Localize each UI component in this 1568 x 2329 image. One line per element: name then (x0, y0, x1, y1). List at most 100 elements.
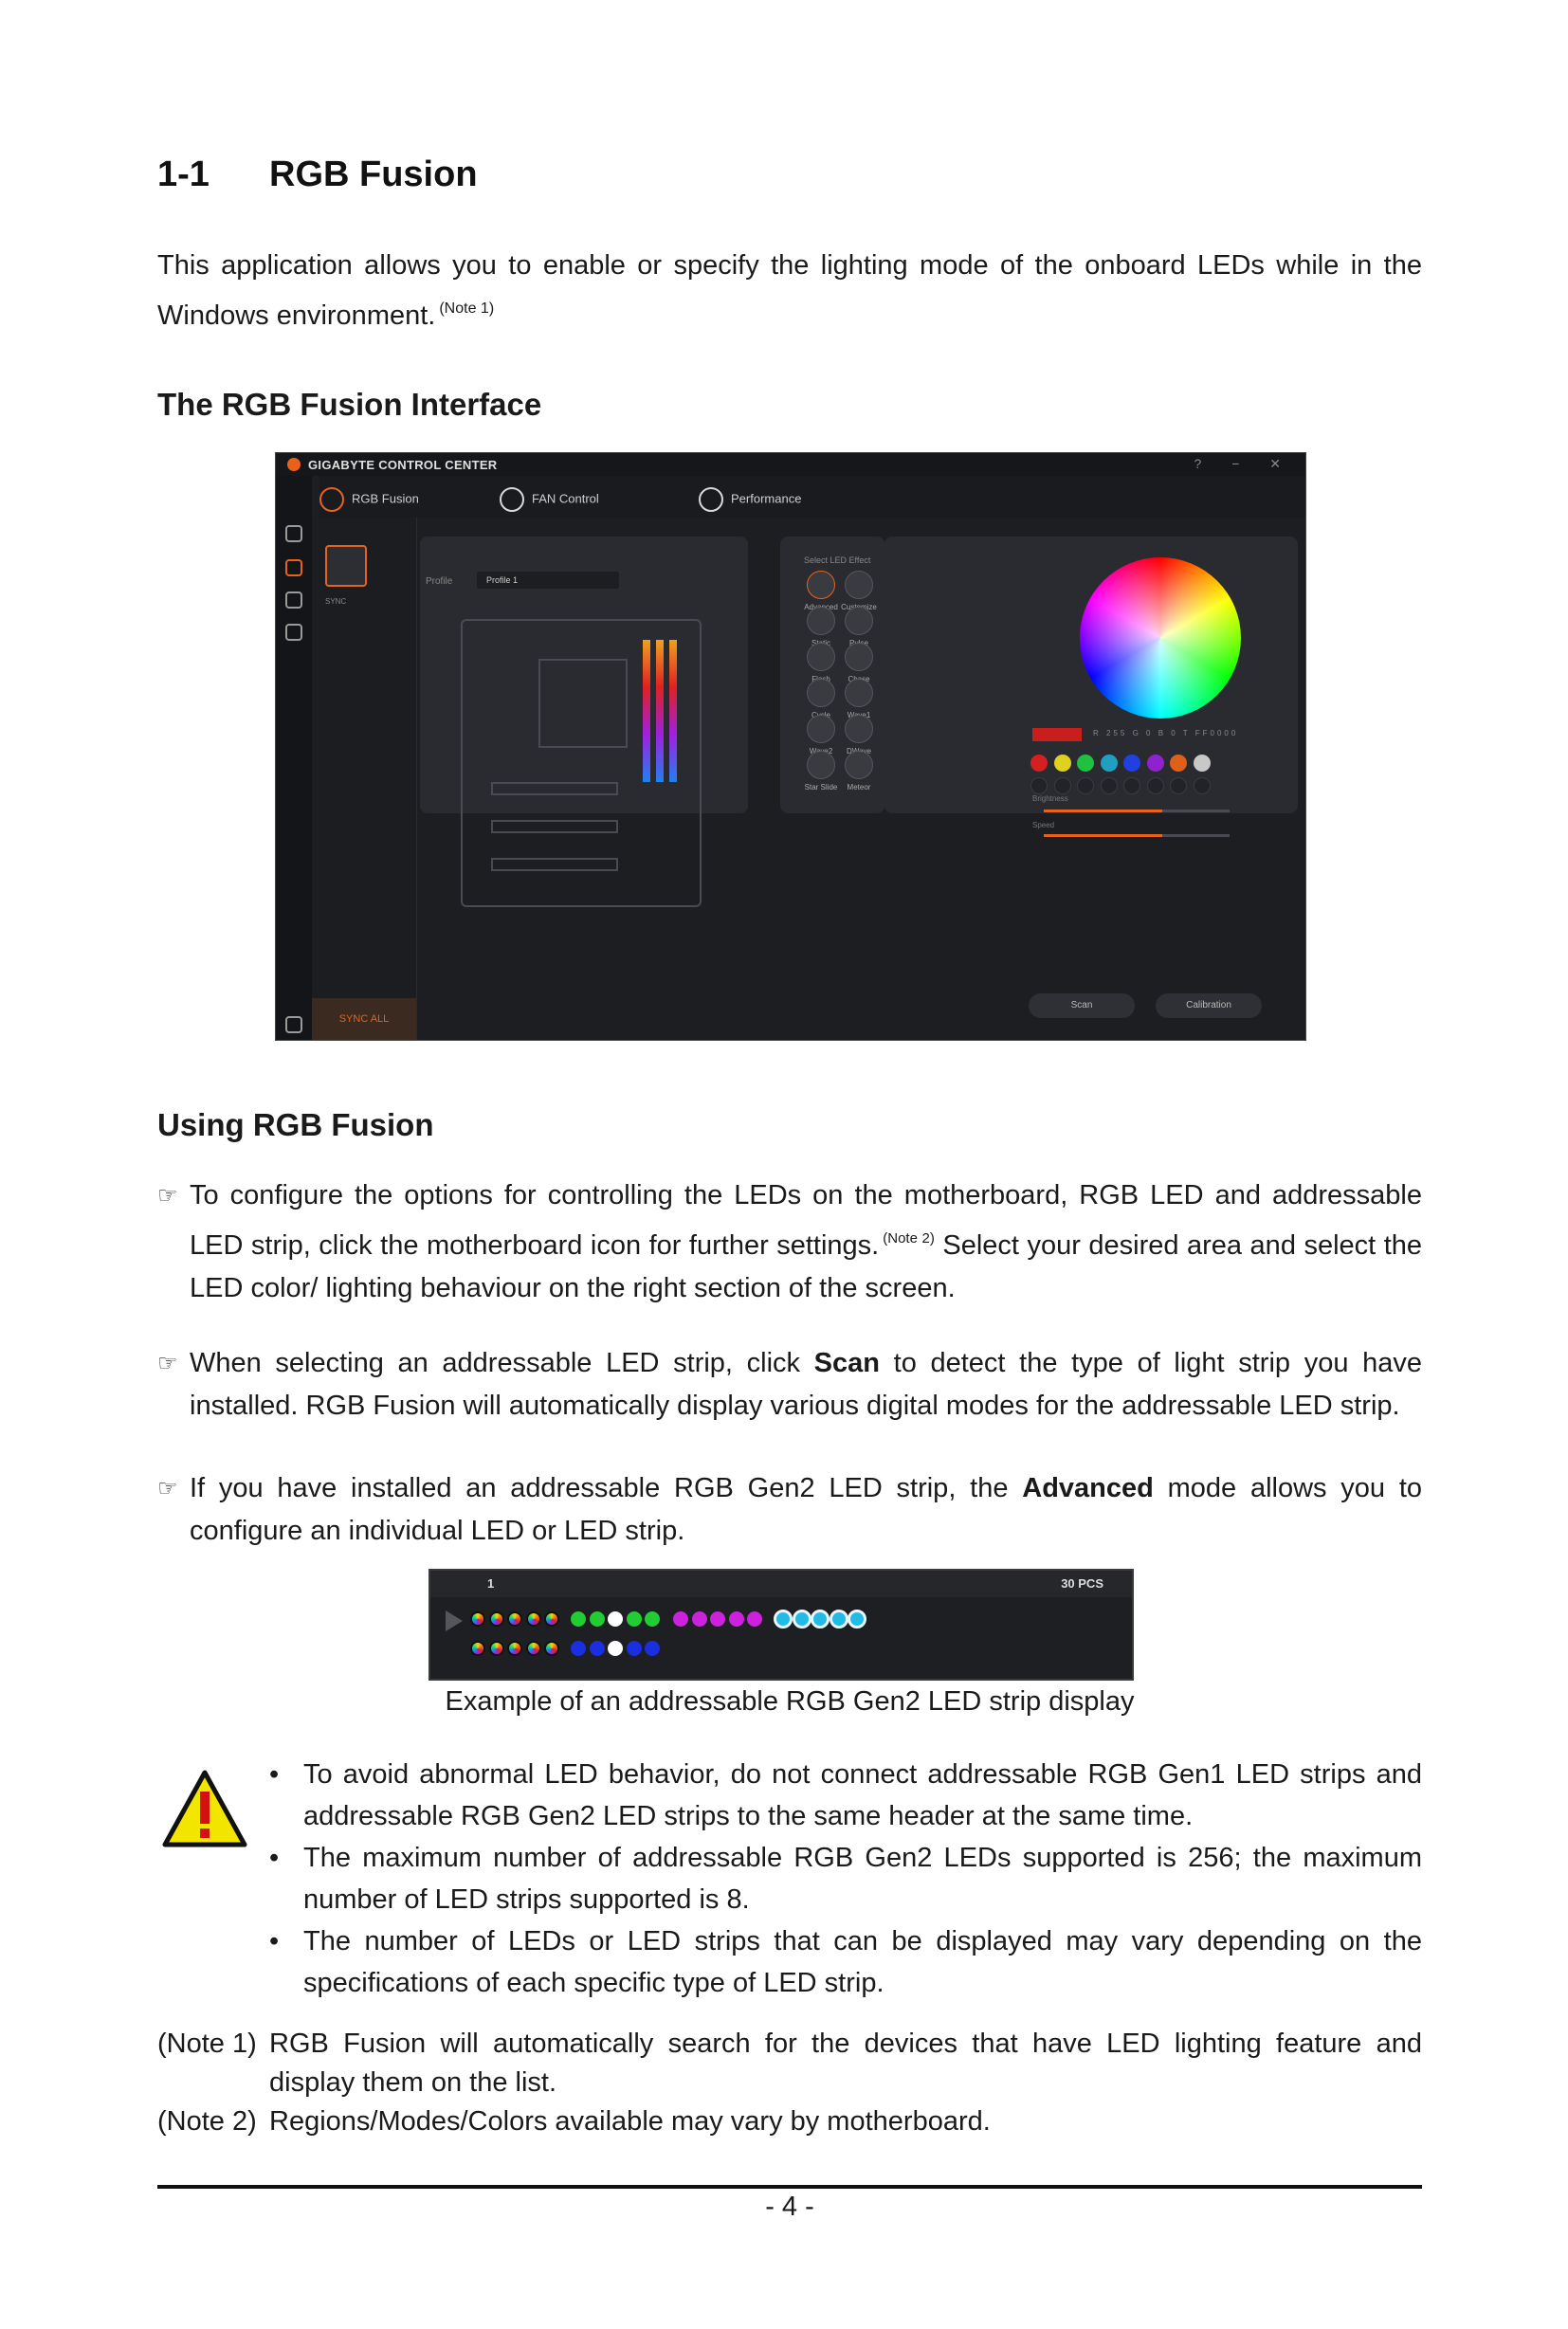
tab-performance[interactable]: Performance (699, 487, 801, 512)
warning-icon (162, 1770, 247, 1847)
preset-color-dot[interactable] (1100, 755, 1118, 772)
led-dot[interactable] (848, 1610, 866, 1628)
gigabyte-logo-icon (287, 458, 301, 471)
custom-color-slot[interactable] (1170, 777, 1187, 794)
note-label: (Note 2) (157, 2106, 257, 2137)
led-dot[interactable] (571, 1641, 586, 1656)
mode-wave2-button[interactable]: Wave2 (803, 715, 839, 755)
preset-color-dot[interactable] (1030, 755, 1048, 772)
using-bullet-1: ☞ To configure the options for controlli… (157, 1174, 1422, 1310)
warning-item-2: •The maximum number of addressable RGB G… (269, 1837, 1422, 1920)
mode-star-slide-button[interactable]: Star Slide (803, 751, 839, 791)
led-dot[interactable] (774, 1610, 793, 1628)
led-dot[interactable] (645, 1611, 660, 1627)
preset-color-dot[interactable] (1123, 755, 1140, 772)
mode-pulse-button[interactable]: Pulse (841, 607, 877, 647)
refresh-icon[interactable] (285, 624, 302, 641)
motherboard-device-card[interactable] (325, 545, 367, 587)
led-dot[interactable] (470, 1611, 485, 1627)
note-1: (Note 1) RGB Fusion will automatically s… (157, 2025, 1422, 2102)
mode-static-button[interactable]: Static (803, 607, 839, 647)
led-dot[interactable] (488, 1641, 504, 1656)
led-dot[interactable] (507, 1641, 522, 1656)
led-dot[interactable] (691, 1611, 707, 1627)
custom-color-slot[interactable] (1077, 777, 1094, 794)
preset-color-dot[interactable] (1170, 755, 1187, 772)
fan-icon (500, 487, 524, 512)
led-dot[interactable] (626, 1641, 642, 1656)
led-dot[interactable] (811, 1610, 830, 1628)
led-dot[interactable] (829, 1610, 848, 1628)
preset-color-dot[interactable] (1077, 755, 1094, 772)
led-dot[interactable] (608, 1611, 623, 1627)
scan-button[interactable]: Scan (1029, 993, 1135, 1018)
preset-color-dot[interactable] (1193, 755, 1211, 772)
warning-text: The maximum number of addressable RGB Ge… (303, 1843, 1422, 1915)
led-dot[interactable] (589, 1611, 605, 1627)
led-dot[interactable] (626, 1611, 642, 1627)
mode-panel-title: Select LED Effect (804, 555, 871, 565)
mode-icon (807, 607, 835, 635)
brightness-slider[interactable] (1044, 810, 1230, 812)
tab-rgb-fusion[interactable]: RGB Fusion (319, 487, 419, 512)
play-icon[interactable] (446, 1610, 463, 1631)
profile-select[interactable]: Profile 1 (477, 572, 619, 589)
mode-icon (845, 607, 873, 635)
custom-color-slot[interactable] (1146, 777, 1164, 794)
color-wheel[interactable] (1080, 557, 1241, 719)
mode-advanced-button[interactable]: Advanced (803, 571, 839, 611)
bullet-text: to detect the type of light strip you ha… (190, 1348, 1422, 1421)
color-value-readout[interactable]: R 255 G 0 B 0 T FF0000 (1093, 729, 1239, 737)
preset-color-dot[interactable] (1146, 755, 1164, 772)
led-dot[interactable] (571, 1611, 586, 1627)
led-dot[interactable] (525, 1641, 541, 1656)
led-dot[interactable] (507, 1611, 522, 1627)
mode-wave1-button[interactable]: Wave1 (841, 679, 877, 719)
led-dot[interactable] (525, 1611, 541, 1627)
motherboard-diagram[interactable] (461, 619, 702, 907)
window-controls[interactable]: ? − ✕ (1194, 456, 1294, 471)
mode-dwave-button[interactable]: DWave (841, 715, 877, 755)
ram-slot-led[interactable] (656, 640, 664, 782)
custom-color-slot[interactable] (1100, 777, 1118, 794)
sync-all-button[interactable]: SYNC ALL (312, 998, 416, 1040)
intro-note-ref: (Note 1) (439, 300, 495, 317)
mode-cycle-button[interactable]: Cycle (803, 679, 839, 719)
speed-slider[interactable] (1044, 834, 1230, 837)
send-icon[interactable] (285, 591, 302, 609)
led-dot[interactable] (589, 1641, 605, 1656)
preset-color-dot[interactable] (1053, 755, 1071, 772)
led-dot[interactable] (470, 1641, 485, 1656)
mode-flash-button[interactable]: Flash (803, 643, 839, 683)
ram-slot-led[interactable] (669, 640, 677, 782)
mode-icon (807, 643, 835, 671)
home-icon[interactable] (285, 525, 302, 542)
speed-label: Speed (1032, 821, 1055, 829)
settings-icon[interactable] (285, 1016, 302, 1033)
performance-icon (699, 487, 723, 512)
led-dot[interactable] (645, 1641, 660, 1656)
led-dot[interactable] (747, 1611, 762, 1627)
led-dot[interactable] (728, 1611, 744, 1627)
mode-chase-button[interactable]: Chase (841, 643, 877, 683)
custom-color-slot[interactable] (1123, 777, 1140, 794)
mode-meteor-button[interactable]: Meteor (841, 751, 877, 791)
led-dot[interactable] (710, 1611, 725, 1627)
custom-color-slot[interactable] (1053, 777, 1071, 794)
led-dot[interactable] (544, 1611, 559, 1627)
tab-fan-control[interactable]: FAN Control (500, 487, 599, 512)
calibration-button[interactable]: Calibration (1156, 993, 1262, 1018)
mode-customize-button[interactable]: Customize (841, 571, 877, 611)
led-dot[interactable] (608, 1641, 623, 1656)
custom-color-slot[interactable] (1030, 777, 1048, 794)
monitor-icon[interactable] (285, 559, 302, 576)
bullet-text: Select your desired area and select the … (190, 1230, 1423, 1303)
custom-color-slot[interactable] (1193, 777, 1211, 794)
led-dot[interactable] (792, 1610, 811, 1628)
led-dot[interactable] (488, 1611, 504, 1627)
bullet-note-ref: (Note 2) (883, 1230, 935, 1246)
led-dot[interactable] (544, 1641, 559, 1656)
ram-slot-led[interactable] (643, 640, 650, 782)
app-screenshot: GIGABYTE CONTROL CENTER ? − ✕ RGB Fusion… (275, 452, 1306, 1041)
led-dot[interactable] (673, 1611, 688, 1627)
